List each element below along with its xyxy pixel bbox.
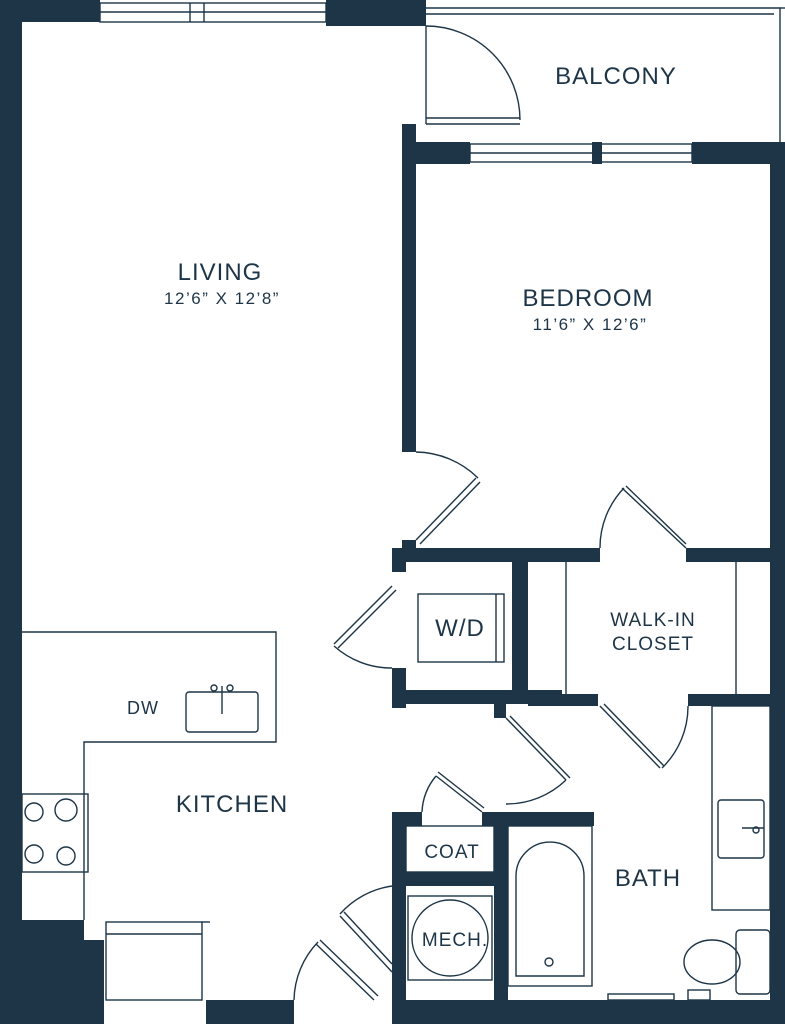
room-label-living: LIVING: [178, 259, 263, 286]
fixtures: [21, 2, 785, 1001]
room-label-closet: CLOSET: [612, 634, 694, 655]
room-label-bedroom: BEDROOM: [522, 285, 653, 312]
room-label-coat: COAT: [424, 842, 479, 863]
room-label-balcony: BALCONY: [555, 63, 677, 90]
room-label-kitchen: KITCHEN: [176, 791, 288, 818]
room-labels: BALCONY LIVING 12’6” X 12’8” BEDROOM 11’…: [127, 63, 695, 951]
room-dims-bedroom: 11’6” X 12’6”: [533, 315, 648, 334]
room-label-walk-in: WALK-IN: [610, 610, 695, 631]
room-label-bath: BATH: [615, 865, 681, 892]
room-label-mech: MECH.: [422, 930, 488, 951]
label-dw: DW: [127, 698, 159, 718]
room-dims-living: 12’6” X 12’8”: [164, 289, 280, 308]
room-label-wd: W/D: [435, 615, 485, 642]
